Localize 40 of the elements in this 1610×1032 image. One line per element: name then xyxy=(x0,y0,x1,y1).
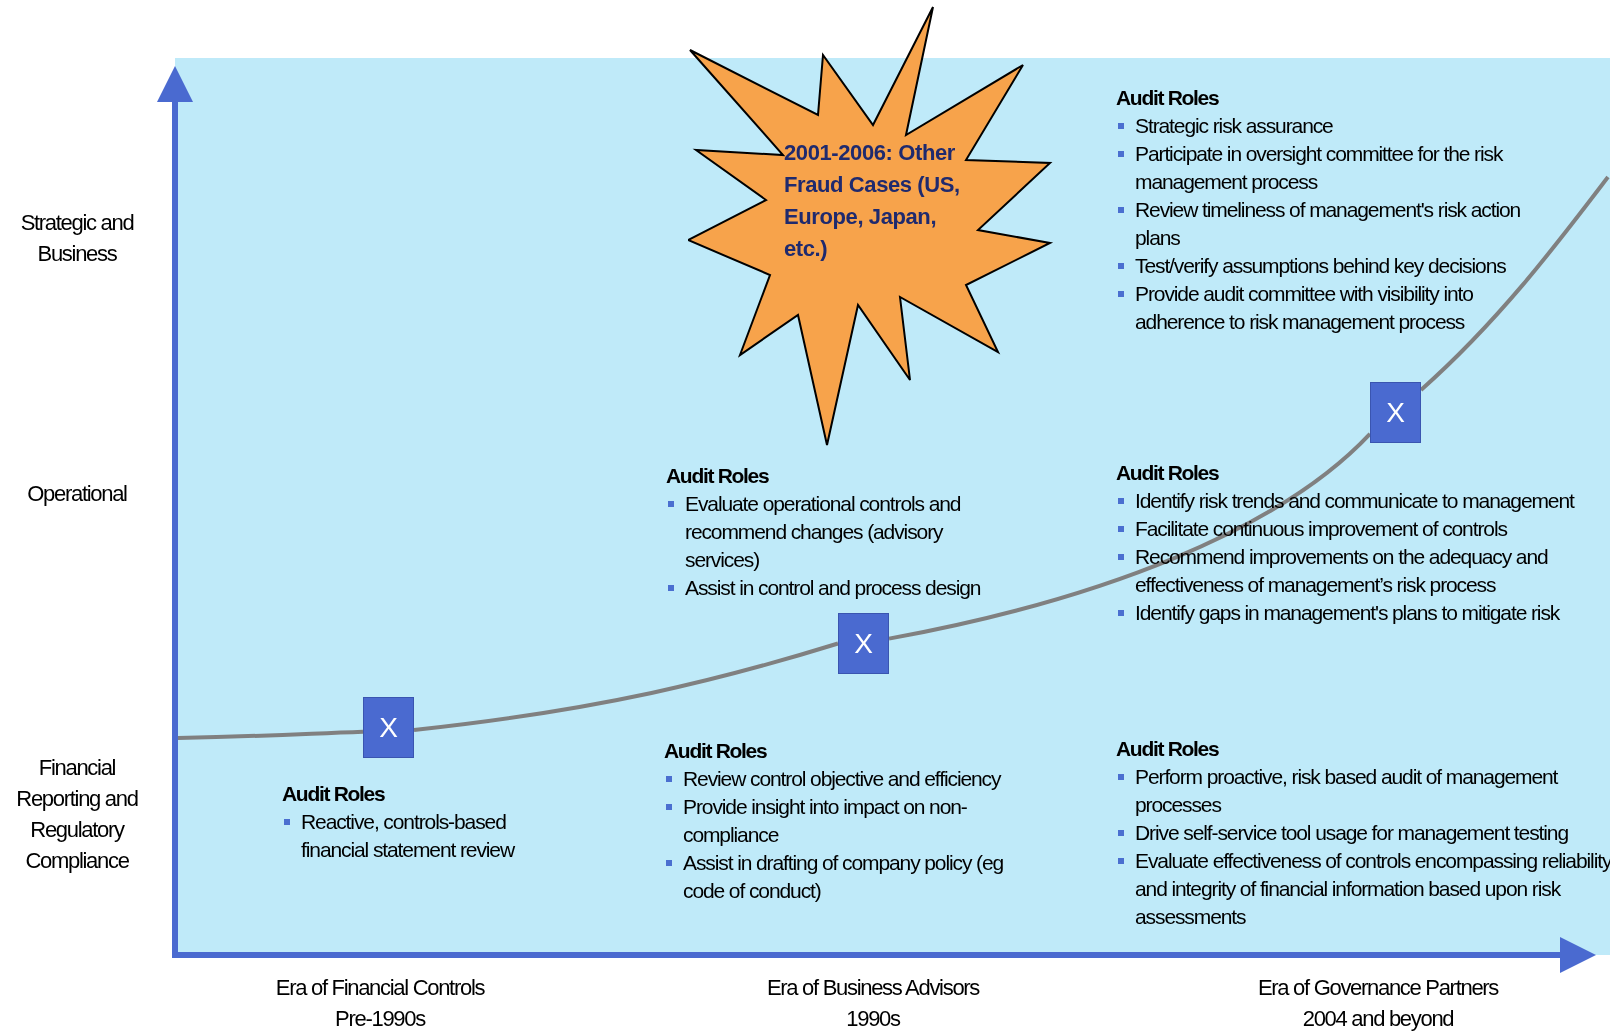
axis-label: Strategic and Business xyxy=(19,209,135,268)
trend-curve xyxy=(177,729,364,740)
bullet-item: Strategic risk assurance xyxy=(1116,112,1536,140)
era-label: Era of Business Advisors xyxy=(765,974,981,1002)
bullet-item: Facilitate continuous improvement of controls xyxy=(1116,515,1610,543)
bullet-item: Drive self-service tool usage for management testing xyxy=(1116,819,1610,847)
trend-curve xyxy=(413,641,839,732)
era-label: Era of Financial Controls xyxy=(274,974,486,1002)
bullet-item: Test/verify assumptions behind key decisions xyxy=(1116,252,1536,280)
bullet-item: Identify gaps in management's plans to mitigate risk xyxy=(1116,599,1610,627)
marker-box: X xyxy=(363,697,414,758)
bullet-item: Reactive, controls-based financial statement review xyxy=(282,808,542,864)
bullet-item: Assist in control and process design xyxy=(666,574,1001,602)
heading: Audit Roles xyxy=(666,463,770,489)
marker-box: X xyxy=(1370,382,1421,443)
bullet-item: Provide audit committee with visibility into adherence to risk management process xyxy=(1116,280,1536,336)
heading: Audit Roles xyxy=(1116,736,1220,762)
axis-label: Financial Reporting and Regulatory Compliance xyxy=(15,754,139,875)
era-label: Era of Governance Partners xyxy=(1256,974,1500,1002)
bullet-item: Review control objective and efficiency xyxy=(664,765,1014,793)
heading: Audit Roles xyxy=(282,781,386,807)
bullet-item: Evaluate operational controls and recommend changes (advisory services) xyxy=(666,490,1001,574)
marker-box: X xyxy=(838,613,889,674)
bullet-item: Review timeliness of management's risk action plans xyxy=(1116,196,1536,252)
heading: Audit Roles xyxy=(1116,460,1220,486)
heading: Audit Roles xyxy=(1116,85,1220,111)
era-label: Pre-1990s xyxy=(334,1005,427,1032)
trend-curve xyxy=(888,432,1372,641)
bullet-item: Participate in oversight committee for the risk management process xyxy=(1116,140,1536,196)
era-label: 1990s xyxy=(845,1005,902,1032)
callout-text: 2001-2006: Other Fraud Cases (US, Europe, Japan, etc.) xyxy=(784,139,961,263)
heading: Audit Roles xyxy=(664,738,768,764)
bullet-item: Provide insight into impact on non-compliance xyxy=(664,793,1014,849)
trend-curve xyxy=(1419,175,1610,392)
axis-label: Operational xyxy=(26,480,128,508)
era-label: 2004 and beyond xyxy=(1301,1005,1455,1032)
bullet-item: Assist in drafting of company policy (eg code of conduct) xyxy=(664,849,1014,905)
bullet-item: Identify risk trends and communicate to management xyxy=(1116,487,1610,515)
bullet-item: Recommend improvements on the adequacy and effectiveness of management’s risk process xyxy=(1116,543,1610,599)
bullet-item: Perform proactive, risk based audit of management processes xyxy=(1116,763,1610,819)
